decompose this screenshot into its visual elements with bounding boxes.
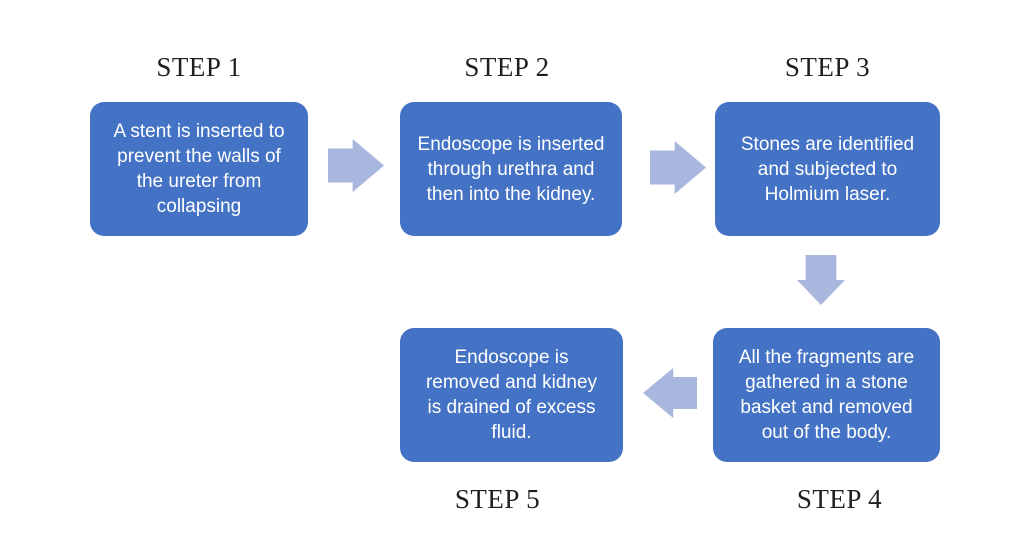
step-5-label: STEP 5	[454, 483, 541, 514]
step-3-box: Stones are identified and subjected to H…	[715, 102, 940, 236]
step-4-label: STEP 4	[796, 483, 883, 514]
arrow-step2-to-step3-icon	[650, 141, 706, 194]
step-3-text: Stones are identified and subjected to H…	[740, 133, 915, 205]
step-2-text: Endoscope is inserted through urethra an…	[417, 133, 605, 205]
step-4-box: All the fragments are gathered in a ston…	[713, 328, 940, 462]
arrow-step1-to-step2-icon	[328, 139, 384, 192]
arrow-step4-to-step5-icon	[643, 368, 697, 418]
step-5-text: Endoscope is removed and kidney is drain…	[425, 347, 598, 443]
step-1-text: A stent is inserted to prevent the walls…	[113, 121, 285, 217]
step-4-text: All the fragments are gathered in a ston…	[738, 347, 915, 443]
arrow-step3-to-step4-icon	[797, 255, 845, 305]
step-3-label: STEP 3	[784, 51, 871, 82]
step-1-box: A stent is inserted to prevent the walls…	[90, 102, 308, 236]
step-2-label: STEP 2	[464, 51, 550, 82]
step-1-label: STEP 1	[156, 51, 242, 82]
step-2-box: Endoscope is inserted through urethra an…	[400, 102, 622, 236]
step-5-box: Endoscope is removed and kidney is drain…	[400, 328, 623, 462]
